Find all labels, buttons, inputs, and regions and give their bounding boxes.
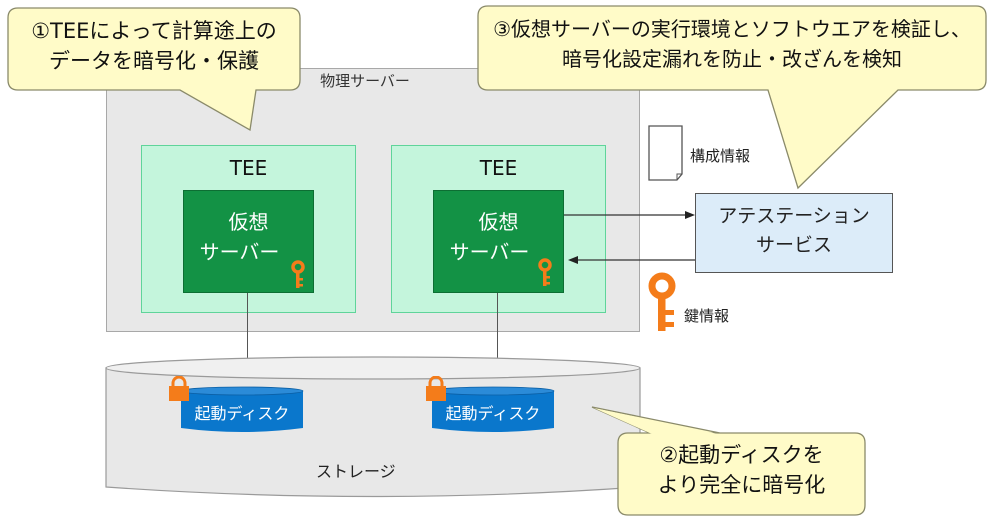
virtual-server-1: 仮想 サーバー (183, 190, 314, 293)
key-icon (538, 258, 552, 286)
callout-1-shape (7, 7, 301, 132)
storage-label: ストレージ (316, 462, 396, 481)
key-info-label: 鍵情報 (684, 307, 730, 325)
document-icon (648, 125, 683, 181)
vm-label-line2: サーバー (199, 240, 280, 264)
lock-icon (426, 376, 446, 401)
callout-1-line2: データを暗号化・保護 (49, 49, 259, 73)
attestation-service-box: アテステーション サービス (695, 193, 893, 273)
vm1-disk-connector (247, 293, 248, 388)
callout-2-line2: より完全に暗号化 (657, 473, 826, 497)
callout-3: ③仮想サーバーの実行環境とソフトウエアを検証し、 暗号化設定漏れを防止・改ざんを… (478, 14, 986, 84)
boot-disk-1 (180, 386, 304, 432)
arrowhead-left (568, 256, 578, 264)
callout-2-line1: ②起動ディスクを (659, 443, 824, 467)
config-info-label: 構成情報 (690, 147, 751, 165)
callout-1-line1: ①TEEによって計算途上の (31, 19, 277, 43)
arrowhead-right (685, 211, 695, 219)
callout-3-line1: ③仮想サーバーの実行環境とソフトウエアを検証し、 (493, 17, 971, 41)
virtual-server-2: 仮想 サーバー (433, 190, 564, 293)
callout-2: ②起動ディスクを より完全に暗号化 (618, 440, 865, 510)
callout-3-shape (477, 5, 987, 190)
boot-disk-label: 起動ディスク (445, 404, 541, 423)
vm-label-line2: サーバー (449, 240, 530, 264)
vm-label-line1: 仮想 (228, 210, 269, 234)
key-icon (648, 272, 676, 331)
callout-2-shape (591, 406, 866, 516)
boot-disk-label: 起動ディスク (194, 404, 290, 423)
attestation-label-line2: サービス (755, 234, 832, 256)
callout-3-line2: 暗号化設定漏れを防止・改ざんを検知 (562, 47, 902, 71)
attestation-arrows (564, 211, 696, 264)
physical-server-label: 物理サーバー (320, 72, 410, 90)
tee-label: TEE (479, 156, 518, 180)
vm2-disk-connector (497, 293, 498, 388)
vm-label-line1: 仮想 (478, 210, 519, 234)
lock-icon (169, 376, 189, 401)
tee-label: TEE (229, 156, 268, 180)
key-icon (291, 260, 305, 288)
attestation-label-line1: アテステーション (718, 205, 870, 227)
callout-1: ①TEEによって計算途上の データを暗号化・保護 (8, 16, 300, 86)
boot-disk-2 (431, 386, 555, 432)
